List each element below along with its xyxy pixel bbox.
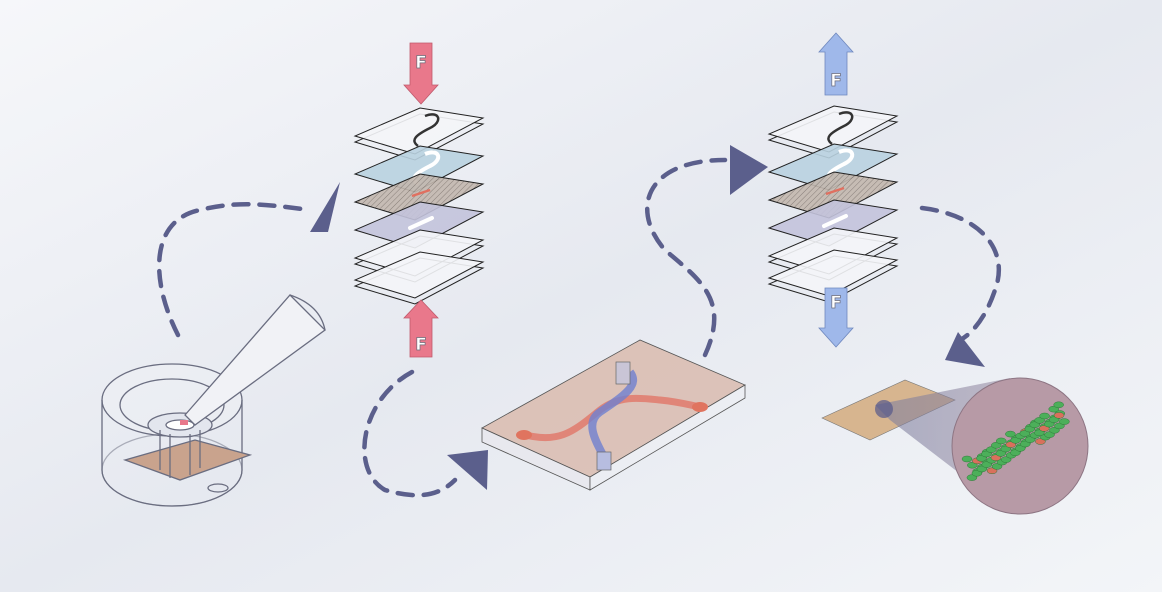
cell xyxy=(1039,412,1050,420)
flow-arrowheads xyxy=(310,145,985,490)
stretch-arrow-top: F xyxy=(818,32,854,96)
svg-text:F: F xyxy=(830,71,842,91)
cell xyxy=(995,437,1007,445)
cell xyxy=(961,455,973,463)
arrowhead-icon xyxy=(945,332,985,367)
arrowhead-icon xyxy=(730,145,768,195)
cell-layer xyxy=(961,401,1070,481)
cell xyxy=(1053,401,1064,409)
svg-text:F: F xyxy=(415,335,427,355)
stretch-arrow-bottom: F xyxy=(818,287,854,348)
top-plate xyxy=(767,105,899,159)
cell xyxy=(1053,412,1065,419)
path-chip-to-stack2 xyxy=(645,157,728,358)
arrowhead-icon xyxy=(447,450,488,490)
flow-paths xyxy=(156,157,1002,498)
bioreactor-device xyxy=(101,294,326,507)
compression-layer-stack xyxy=(353,107,485,305)
svg-text:F: F xyxy=(415,53,427,73)
compress-arrow-top: F xyxy=(403,42,439,105)
base-plate xyxy=(353,251,485,305)
path-stack-to-chip xyxy=(362,369,458,498)
cell xyxy=(1005,430,1016,438)
svg-text:F: F xyxy=(830,293,842,313)
cell xyxy=(1059,418,1070,425)
stretch-layer-stack xyxy=(767,105,899,303)
path-stack2-to-tissue xyxy=(919,205,1002,343)
microfluidic-chip xyxy=(481,339,746,491)
path-device-to-stack xyxy=(156,202,313,338)
tissue-magnification xyxy=(821,377,1089,515)
arrowhead-icon xyxy=(310,182,340,232)
compress-arrow-bottom: F xyxy=(403,299,439,358)
